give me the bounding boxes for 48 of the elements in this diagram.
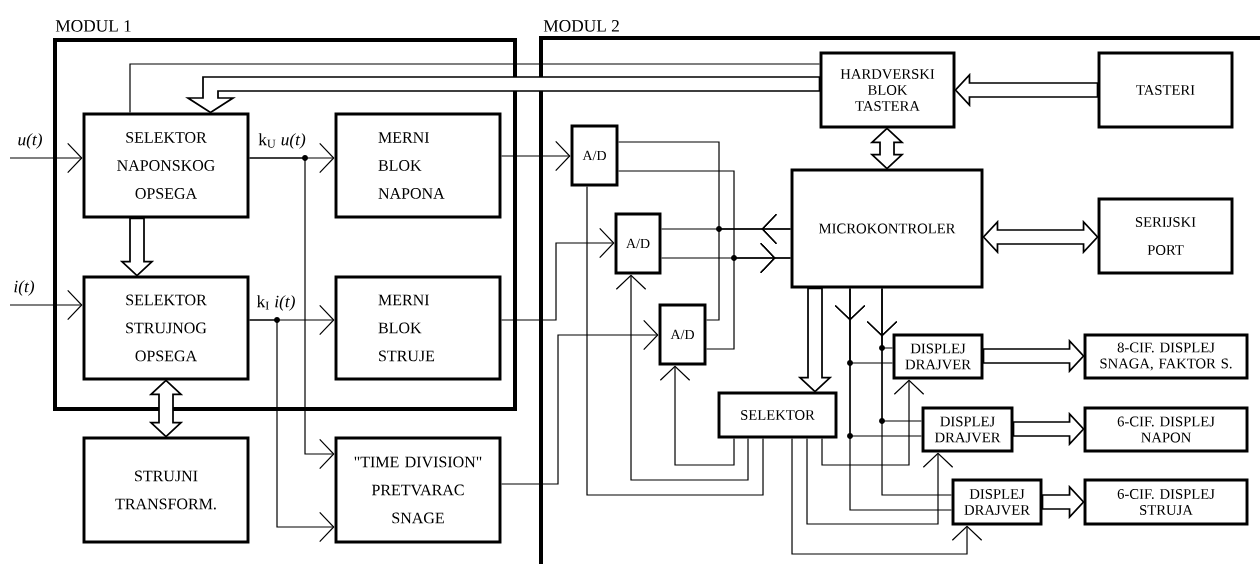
adc-box: A/D <box>614 212 662 275</box>
bus-arrow <box>869 127 905 170</box>
signal-arrow <box>821 379 925 466</box>
selector-box: SELEKTOR <box>717 391 838 439</box>
signal-label: u(t) <box>16 131 44 151</box>
signal-label: k$_{I}$ i(t) <box>255 293 297 313</box>
bus-arrow <box>185 76 821 114</box>
signal-arrow <box>615 274 749 481</box>
signal-arrow <box>248 319 335 543</box>
bus-arrow <box>954 72 1099 108</box>
bus-arrow <box>1012 411 1085 447</box>
signal-arrow <box>806 437 954 525</box>
display-box: 6-CIF. DISPLEJ NAPON <box>1083 406 1249 453</box>
signal-label: i(t) <box>12 278 36 298</box>
microcontroller-box: MICROKONTROLER <box>790 168 984 289</box>
signal-arrow <box>248 157 335 470</box>
bus-arrow <box>982 338 1085 374</box>
driver-box: DISPLEJ DRAJVER <box>921 406 1014 453</box>
display-box: 8-CIF. DISPLEJ SNAGA, FAKTOR S. <box>1083 333 1249 380</box>
keyboard-block-box: HARDVERSKI BLOK TASTERA <box>819 51 956 129</box>
transformer-box: STRUJNI TRANSFORM. <box>82 436 250 544</box>
selector-box: SELEKTOR STRUJNOG OPSEGA <box>82 275 250 381</box>
bus-arrow <box>119 217 155 277</box>
serial-port-box: SERIJSKI PORT <box>1097 197 1234 275</box>
adc-box: A/D <box>570 124 619 187</box>
bus-arrow <box>797 287 833 393</box>
driver-box: DISPLEJ DRAJVER <box>951 478 1043 526</box>
signal-arrow <box>9 289 83 321</box>
measuring-box: MERNI BLOK NAPONA <box>334 112 502 219</box>
adc-box: A/D <box>658 303 707 366</box>
signal-arrow <box>659 365 735 466</box>
bus-arrow <box>148 379 184 438</box>
bus-arrow <box>1041 484 1085 520</box>
driver-box: DISPLEJ DRAJVER <box>892 333 984 380</box>
module-title: MODUL 1 <box>55 20 131 32</box>
display-box: 6-CIF. DISPLEJ STRUJA <box>1083 478 1249 526</box>
keys-box: TASTERI <box>1097 51 1234 129</box>
signal-arrow <box>791 437 983 555</box>
selector-box: SELEKTOR NAPONSKOG OPSEGA <box>82 112 250 219</box>
signal-label: k$_{U}$ u(t) <box>256 131 308 151</box>
converter-box: "TIME DIVISION" PRETVARAC SNAGE <box>334 436 502 544</box>
signal-arrow <box>500 140 571 172</box>
measuring-box: MERNI BLOK STRUJE <box>334 275 502 381</box>
module-title: MODUL 2 <box>543 20 619 32</box>
signal-arrow <box>500 319 659 485</box>
signal-arrow <box>9 142 83 174</box>
bus-arrow <box>982 219 1099 255</box>
signal-arrow <box>500 227 615 321</box>
